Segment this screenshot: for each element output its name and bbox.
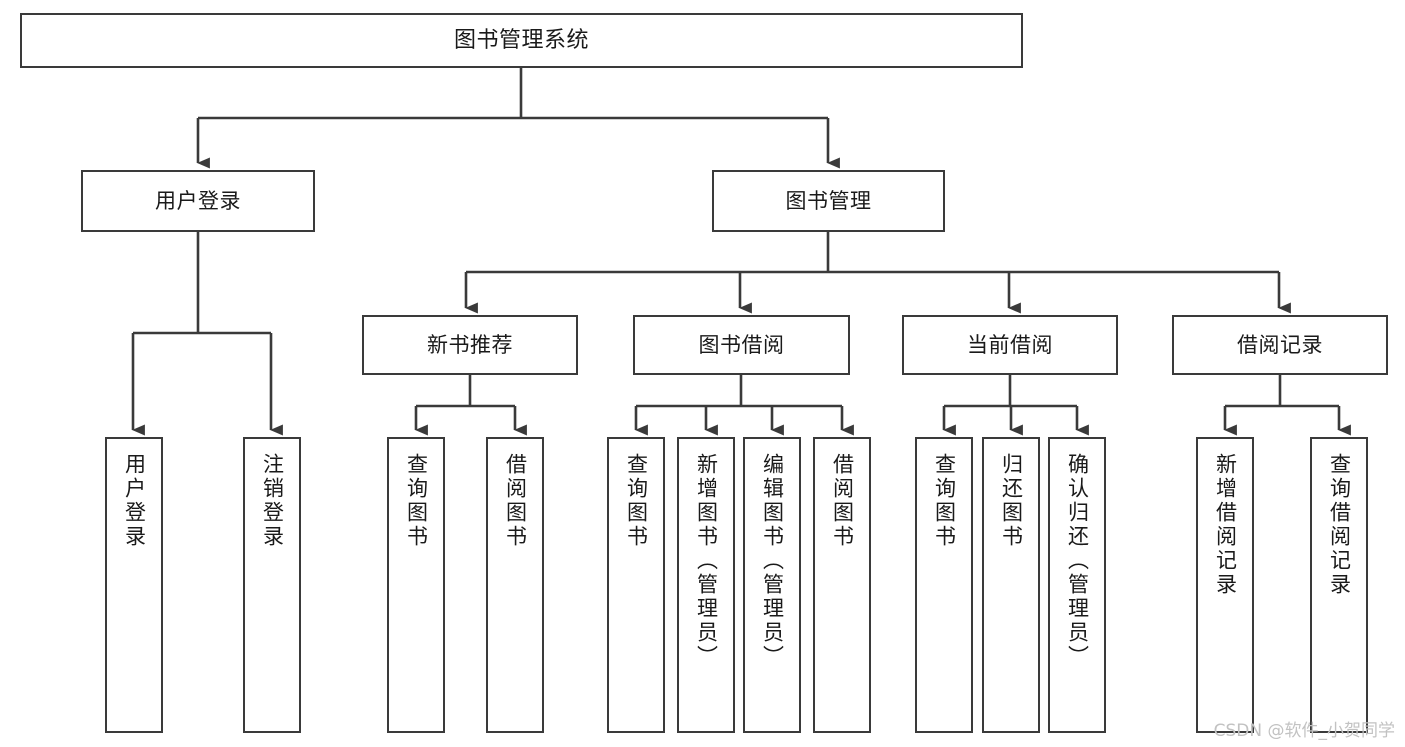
node-leaf-query-book-recommend[interactable]: 查询图书 [387, 437, 445, 733]
node-label: 确认归还（管理员） [1065, 453, 1090, 669]
node-label: 图书管理 [785, 188, 872, 213]
node-leaf-add-borrow-record[interactable]: 新增借阅记录 [1196, 437, 1254, 733]
node-leaf-return-book[interactable]: 归还图书 [982, 437, 1040, 733]
node-label: 新书推荐 [427, 332, 513, 357]
node-leaf-borrow-book-recommend[interactable]: 借阅图书 [486, 437, 544, 733]
node-label: 图书借阅 [698, 332, 785, 357]
node-level2-book-management[interactable]: 图书管理 [712, 170, 945, 232]
node-leaf-query-book-current[interactable]: 查询图书 [915, 437, 973, 733]
node-label: 查询图书 [404, 453, 429, 549]
node-label: 查询图书 [932, 453, 957, 549]
node-label: 用户登录 [122, 453, 147, 549]
node-level3-borrow-records[interactable]: 借阅记录 [1172, 315, 1388, 375]
node-level3-book-borrow[interactable]: 图书借阅 [633, 315, 850, 375]
node-label: 借阅记录 [1237, 332, 1323, 357]
node-label: 图书管理系统 [453, 27, 589, 53]
node-label: 用户登录 [155, 188, 241, 213]
node-label: 借阅图书 [830, 453, 855, 549]
node-root[interactable]: 图书管理系统 [20, 13, 1023, 68]
node-label: 当前借阅 [967, 332, 1053, 357]
node-leaf-borrow-book[interactable]: 借阅图书 [813, 437, 871, 733]
csdn-watermark: CSDN @软件_小贺同学 [1213, 721, 1395, 741]
node-level2-user-login[interactable]: 用户登录 [81, 170, 315, 232]
node-level3-current-borrow[interactable]: 当前借阅 [902, 315, 1118, 375]
node-label: 查询借阅记录 [1327, 453, 1352, 597]
node-label: 借阅图书 [503, 453, 528, 549]
node-label: 编辑图书（管理员） [760, 453, 785, 669]
node-label: 查询图书 [624, 453, 649, 549]
node-level3-new-book-recommend[interactable]: 新书推荐 [362, 315, 578, 375]
node-label: 注销登录 [260, 453, 285, 549]
node-leaf-confirm-return-admin[interactable]: 确认归还（管理员） [1048, 437, 1106, 733]
node-label: 归还图书 [999, 453, 1024, 549]
node-leaf-logout[interactable]: 注销登录 [243, 437, 301, 733]
node-label: 新增图书（管理员） [694, 453, 719, 669]
node-leaf-edit-book-admin[interactable]: 编辑图书（管理员） [743, 437, 801, 733]
node-leaf-add-book-admin[interactable]: 新增图书（管理员） [677, 437, 735, 733]
node-leaf-query-borrow-record[interactable]: 查询借阅记录 [1310, 437, 1368, 733]
node-leaf-user-login[interactable]: 用户登录 [105, 437, 163, 733]
node-leaf-query-book-borrow[interactable]: 查询图书 [607, 437, 665, 733]
node-label: 新增借阅记录 [1213, 453, 1238, 597]
